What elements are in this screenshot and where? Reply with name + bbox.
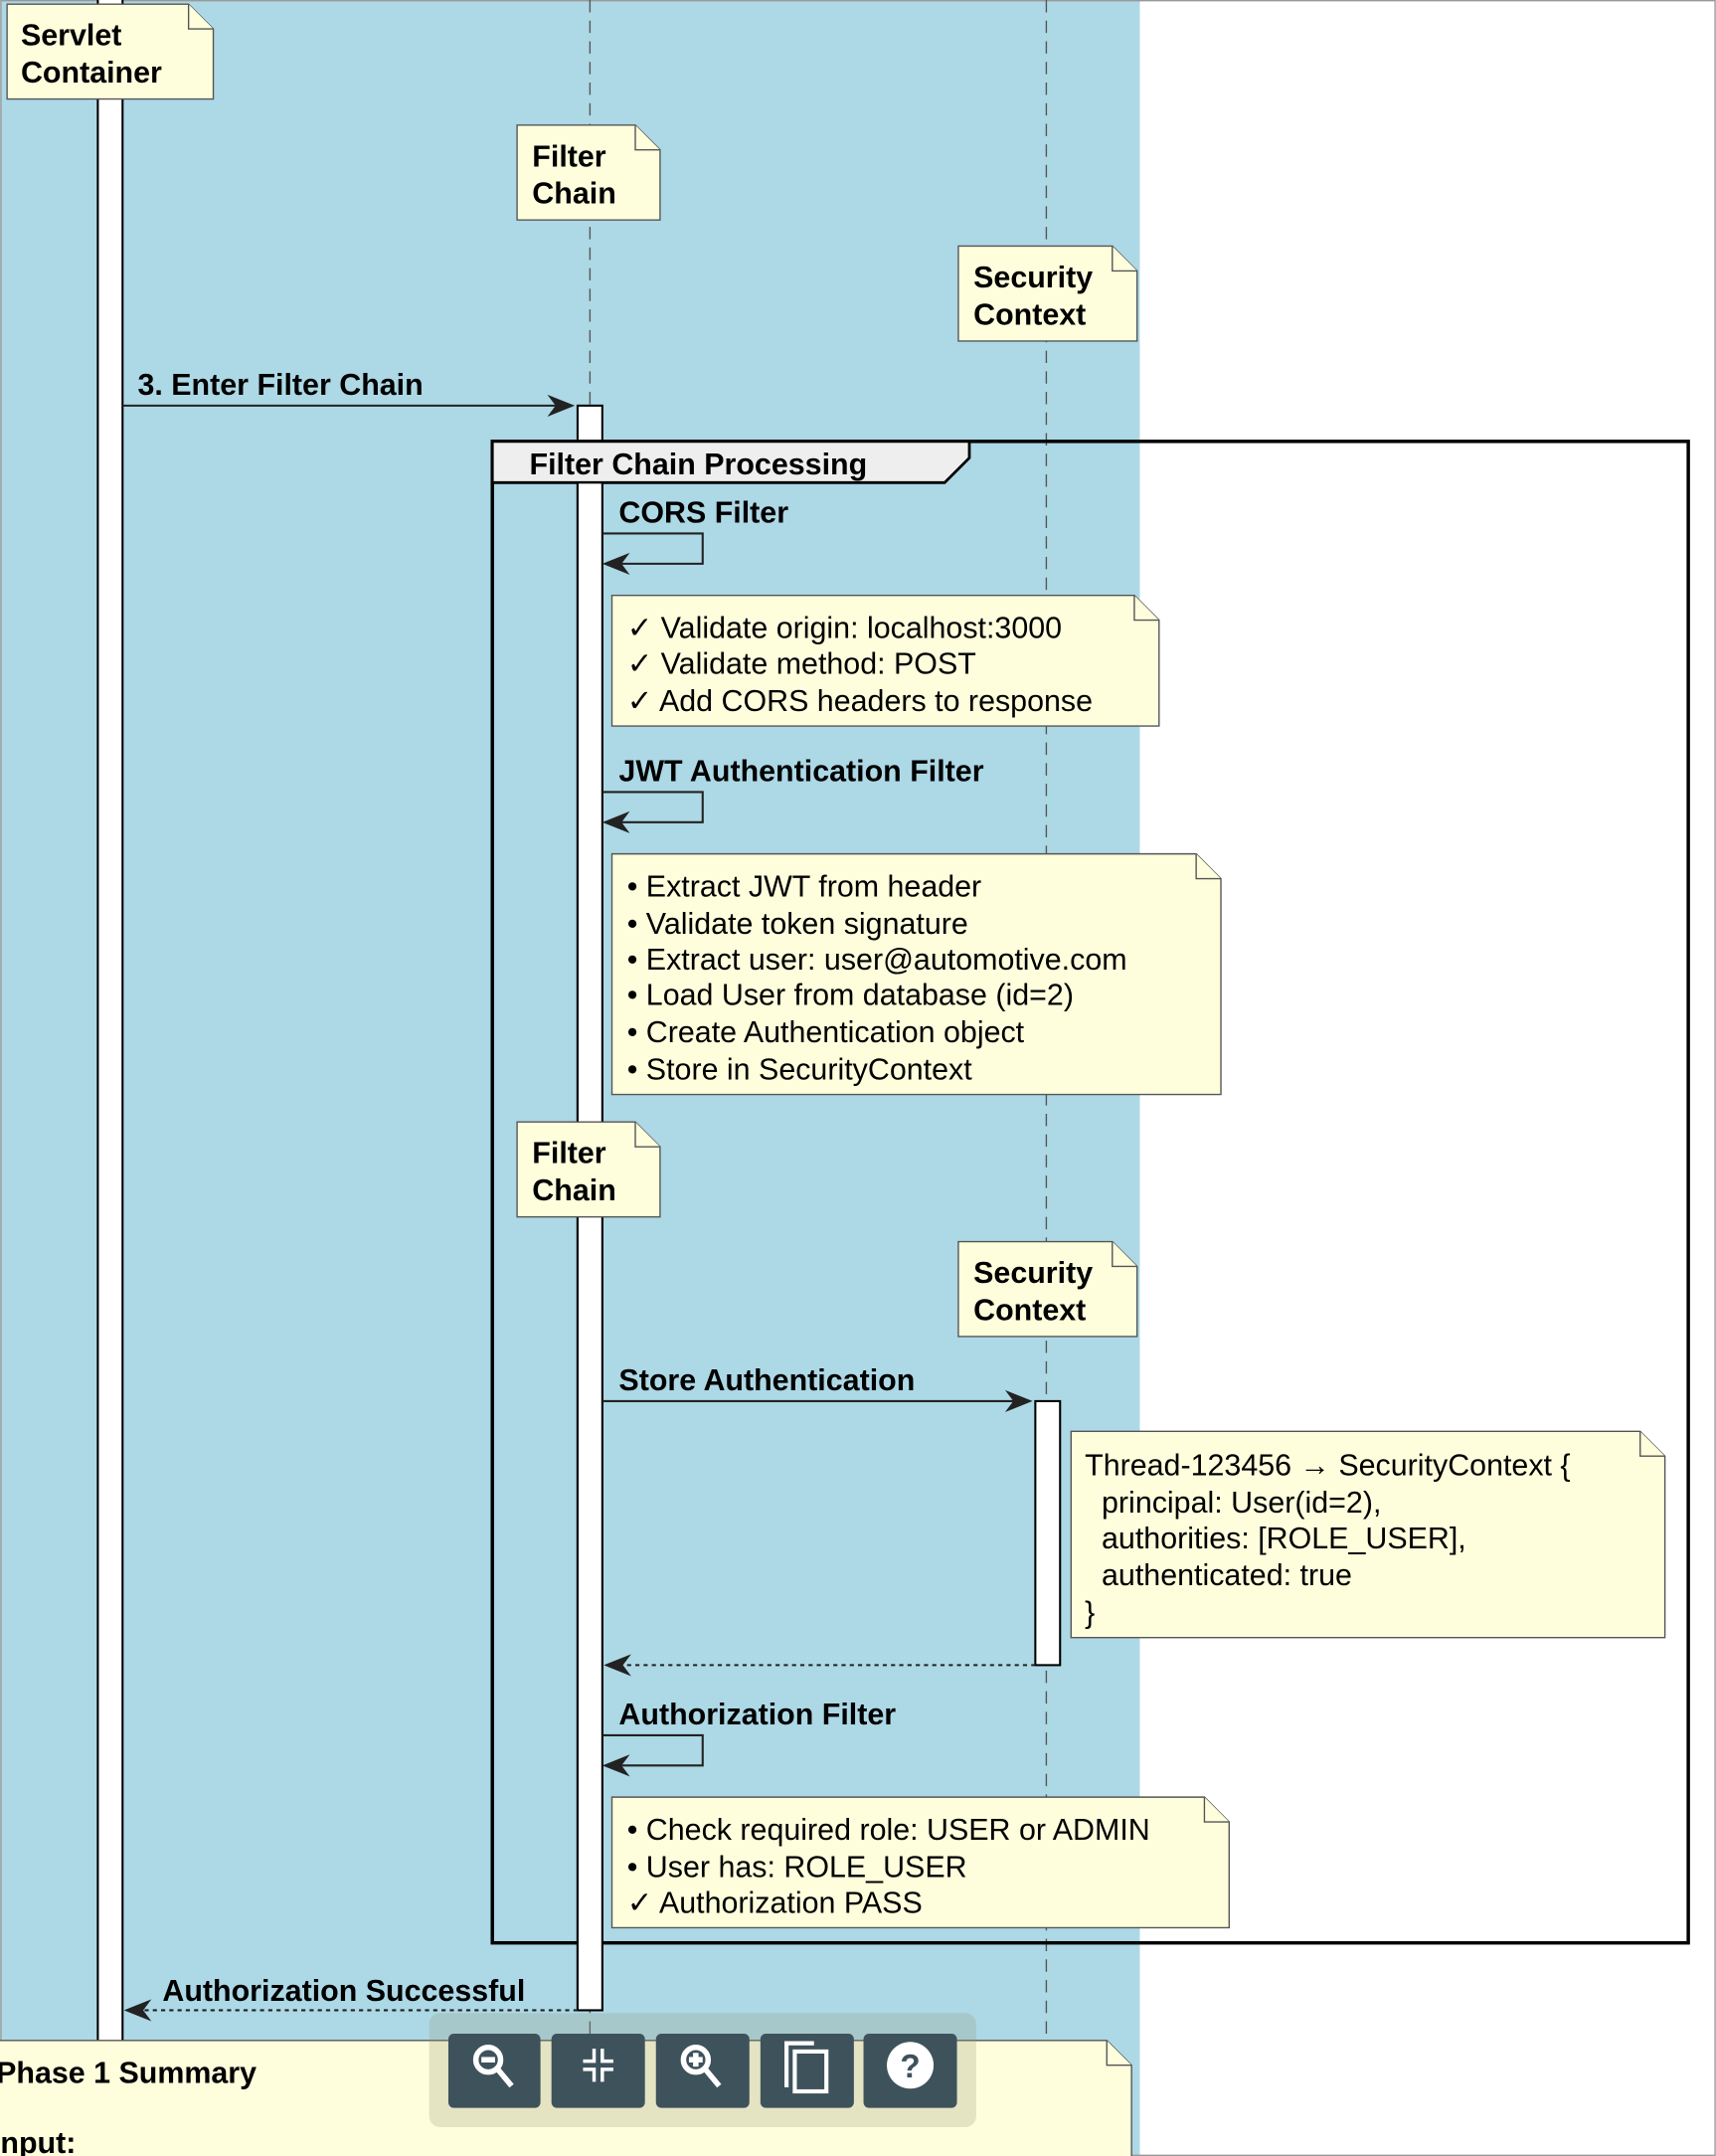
help-button[interactable]: ? (863, 2033, 957, 2108)
svg-text:• User has: ROLE_USER: • User has: ROLE_USER (627, 1850, 967, 1884)
note-authorization: • Check required role: USER or ADMIN • U… (610, 1796, 1231, 1929)
participant-filter-chain-repeat: Filter Chain (516, 1121, 661, 1218)
fit-to-screen-button[interactable] (551, 2033, 645, 2108)
participant-security-context-repeat: Security Context (957, 1240, 1138, 1338)
svg-text:Filter: Filter (532, 139, 606, 173)
participant-filter-chain: Filter Chain (516, 124, 661, 221)
svg-text:Authorization Successful: Authorization Successful (162, 1974, 525, 2008)
svg-text:Thread-123456 → SecurityContex: Thread-123456 → SecurityContext { (1085, 1449, 1570, 1483)
zoom-in-icon (680, 2045, 722, 2088)
svg-text:Authorization Filter: Authorization Filter (618, 1698, 896, 1731)
svg-text:principal: User(id=2),: principal: User(id=2), (1085, 1486, 1381, 1520)
message-enter-filter-chain: 3. Enter Filter Chain (122, 368, 576, 417)
svg-text:CORS Filter: CORS Filter (618, 495, 788, 529)
svg-text:✓ Validate origin: localhost:3: ✓ Validate origin: localhost:3000 (627, 612, 1062, 645)
message-jwt-filter: JWT Authentication Filter (601, 754, 984, 833)
message-cors-filter: CORS Filter (601, 495, 788, 575)
svg-text:authenticated: true: authenticated: true (1085, 1558, 1352, 1592)
svg-text:Chain: Chain (532, 1173, 615, 1207)
svg-text:?: ? (900, 2049, 920, 2085)
return-store-authentication (603, 1654, 1036, 1677)
note-jwt: • Extract JWT from header • Validate tok… (610, 852, 1222, 1096)
svg-text:Input:: Input: (0, 2126, 76, 2156)
help-icon: ? (887, 2042, 935, 2089)
zoom-toolbar: ? (429, 2013, 976, 2127)
copy-icon (784, 2041, 829, 2094)
activation-servlet-container (96, 0, 124, 2156)
svg-text:Store Authentication: Store Authentication (618, 1363, 915, 1397)
participant-servlet-container: Servlet Container (6, 3, 215, 100)
return-authorization-successful: Authorization Successful (123, 1974, 578, 2022)
svg-text:✓ Authorization PASS: ✓ Authorization PASS (627, 1886, 923, 1919)
svg-text:Phase 1 Summary: Phase 1 Summary (0, 2057, 257, 2090)
svg-text:✓ Validate method: POST: ✓ Validate method: POST (627, 647, 976, 681)
svg-text:• Store in SecurityContext: • Store in SecurityContext (627, 1052, 973, 1086)
note-security-context: Thread-123456 → SecurityContext { princi… (1070, 1430, 1666, 1639)
svg-text:Servlet: Servlet (21, 19, 121, 53)
zoom-in-button[interactable] (655, 2033, 750, 2108)
svg-text:• Load User from database (id=: • Load User from database (id=2) (627, 979, 1074, 1012)
participant-security-context: Security Context (957, 245, 1138, 342)
svg-text:• Extract JWT from header: • Extract JWT from header (627, 869, 981, 903)
svg-text:Security: Security (973, 261, 1093, 294)
svg-text:JWT Authentication Filter: JWT Authentication Filter (618, 754, 983, 788)
svg-text:Security: Security (973, 1256, 1093, 1290)
zoom-out-button[interactable] (447, 2033, 541, 2108)
svg-text:authorities: [ROLE_USER],: authorities: [ROLE_USER], (1085, 1522, 1466, 1555)
zoom-out-icon (472, 2045, 514, 2088)
svg-text:• Check required role: USER or: • Check required role: USER or ADMIN (627, 1813, 1150, 1847)
message-store-authentication: Store Authentication (601, 1363, 1033, 1412)
svg-text:Container: Container (21, 56, 162, 90)
svg-text:Context: Context (973, 1293, 1086, 1327)
svg-text:3. Enter Filter Chain: 3. Enter Filter Chain (137, 368, 423, 402)
svg-text:• Validate token signature: • Validate token signature (627, 907, 968, 941)
message-authorization-filter: Authorization Filter (601, 1698, 896, 1777)
activation-security-context (1034, 1399, 1062, 1667)
group-filter-chain-processing: Filter Chain Processing (490, 440, 1690, 1945)
svg-text:• Create Authentication object: • Create Authentication object (627, 1015, 1025, 1049)
activation-filter-chain-inner (576, 481, 603, 2012)
fit-icon (583, 2049, 613, 2082)
note-cors: ✓ Validate origin: localhost:3000 ✓ Vali… (610, 594, 1160, 727)
svg-text:}: } (1085, 1596, 1095, 1630)
group-title: Filter Chain Processing (530, 448, 868, 481)
svg-text:Chain: Chain (532, 177, 615, 211)
svg-text:• Extract user: user@automotiv: • Extract user: user@automotive.com (627, 943, 1127, 977)
svg-text:Filter: Filter (532, 1137, 606, 1170)
svg-text:✓ Add CORS headers to response: ✓ Add CORS headers to response (627, 684, 1093, 718)
svg-text:Context: Context (973, 297, 1086, 331)
copy-button[interactable] (760, 2033, 854, 2108)
